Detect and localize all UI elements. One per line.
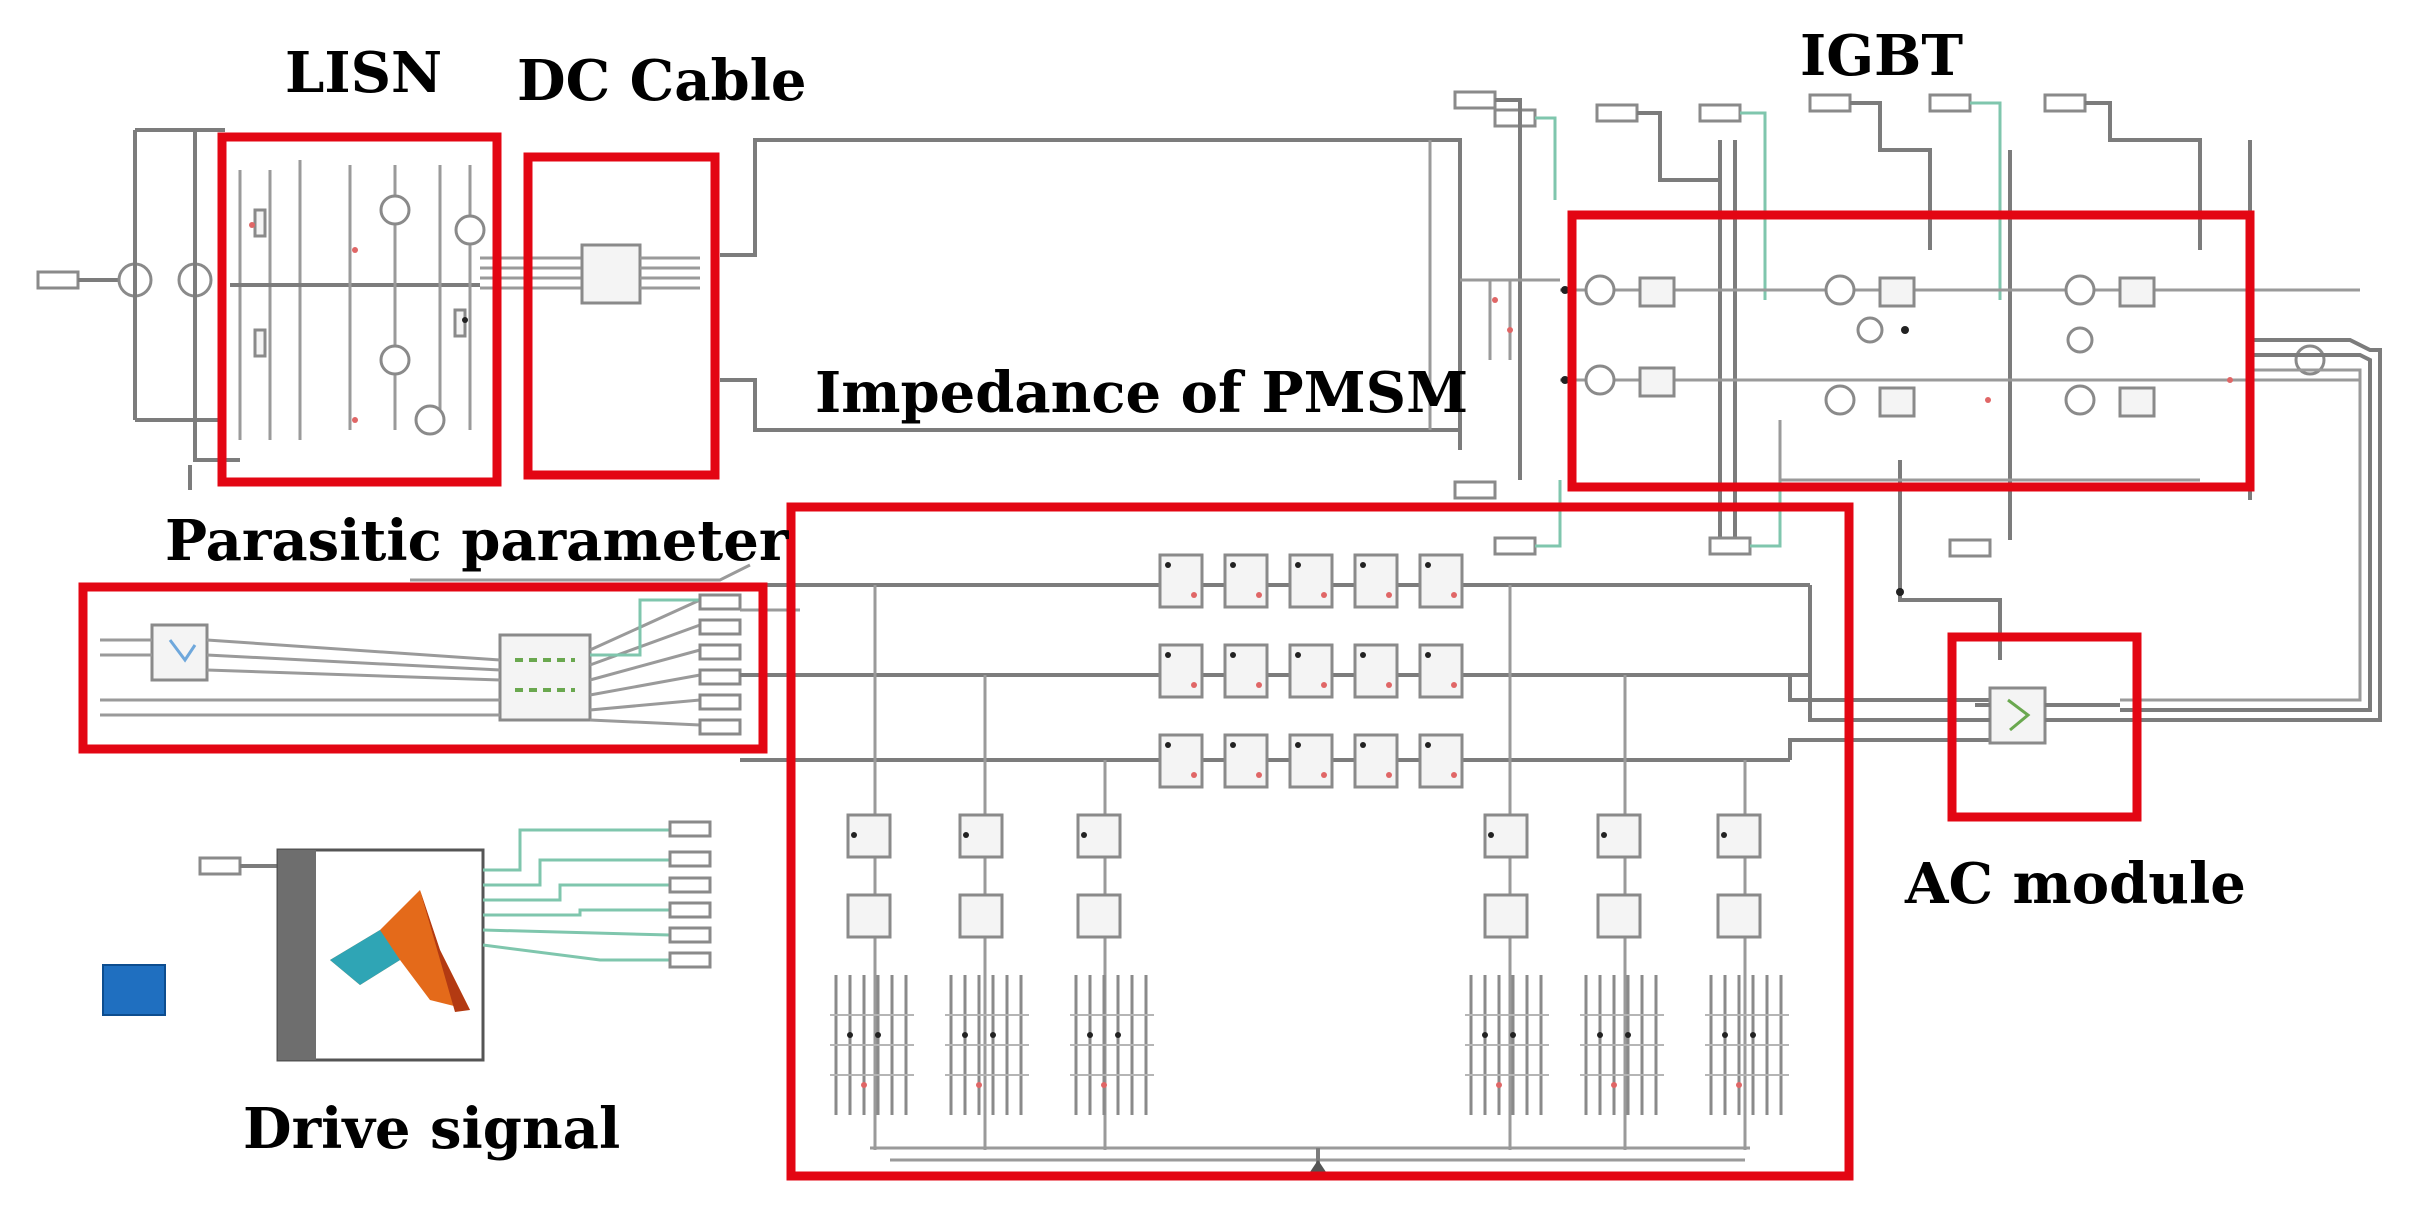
scope-block-icon[interactable] — [102, 964, 166, 1016]
parasitic-parameter-highlight-box — [78, 582, 768, 754]
common-mode-network[interactable] — [740, 553, 2000, 1172]
ac-module-block[interactable] — [1975, 686, 2120, 745]
lisn-highlight-box — [217, 132, 502, 487]
lisn-circuit[interactable] — [36, 128, 486, 490]
parasitic-parameter-label: Parasitic parameter — [165, 508, 790, 574]
matlab-function-icon — [330, 890, 470, 1012]
igbt-inverter-circuit[interactable] — [1560, 93, 2382, 722]
impedance-pmsm-label: Impedance of PMSM — [815, 360, 1468, 426]
parasitic-parameter-circuit[interactable] — [100, 563, 800, 736]
igbt-label: IGBT — [1800, 23, 1963, 89]
dc-cable-highlight-box — [523, 152, 720, 480]
drive-signal-block[interactable] — [198, 820, 712, 1062]
pmsm-impedance-wiring[interactable] — [1453, 90, 1562, 556]
lisn-label: LISN — [285, 40, 442, 106]
dc-cable-circuit[interactable] — [480, 138, 1462, 450]
dc-cable-label: DC Cable — [517, 48, 807, 114]
ac-module-label: AC module — [1904, 851, 2246, 917]
ac-module-highlight-box — [1947, 632, 2142, 822]
igbt-highlight-box — [1567, 210, 2255, 492]
drive-signal-label: Drive signal — [243, 1096, 620, 1162]
common-mode-highlight-box — [786, 502, 1854, 1181]
